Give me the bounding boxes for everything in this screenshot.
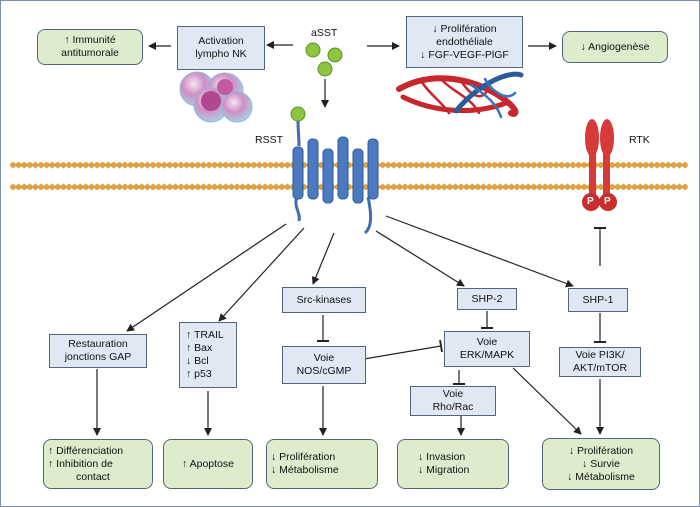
nk-cells: [179, 71, 253, 123]
prolif2-line-3: ↓ Métabolisme: [567, 470, 635, 483]
erk-line-2: ERK/MAPK: [459, 349, 515, 361]
erk-line-1: Voie: [476, 336, 498, 348]
gap-junction-box: Restauration jonctions GAP: [49, 334, 147, 368]
rtk-label: RTK: [629, 134, 650, 146]
inv-line-2: ↓ Migration: [418, 464, 470, 476]
marker-trail: ↑ TRAIL: [186, 329, 224, 341]
marker-bcl: ↓ Bcl: [186, 355, 209, 367]
pi3k-akt-mtor-box: Voie PI3K/ AKT/mTOR: [559, 347, 641, 377]
immunity-box: ↑ Immunité antitumorale: [37, 29, 143, 65]
gap-line-1: Restauration: [68, 338, 128, 350]
immunity-line-1: ↑ Immunité: [64, 34, 116, 46]
differentiation-box: ↑ Différenciation ↑ Inhibition de contac…: [43, 439, 153, 489]
asst-label: aSST: [311, 27, 338, 39]
phospho-label-1: P: [587, 196, 594, 207]
prolif-endo-line-1: ↓ Prolifération: [432, 22, 497, 35]
blood-vessels: [396, 71, 524, 119]
nk-line-2: lympho NK: [195, 48, 247, 60]
inv-line-1: ↓ Invasion: [418, 451, 466, 463]
nk-line-1: Activation: [198, 35, 244, 47]
gap-line-2: jonctions GAP: [64, 351, 132, 363]
prolif-endo-line-3: ↓ FGF-VEGF-PlGF: [420, 48, 509, 61]
prolif-endo-line-2: endothéliale: [436, 35, 493, 48]
immunity-line-2: antitumorale: [61, 47, 119, 59]
diff-line-2: ↑ Inhibition de: [48, 457, 113, 470]
proliferation-metabolism-box: ↓ Prolifération ↓ Métabolisme: [266, 439, 378, 489]
shp1-box: SHP-1: [568, 288, 628, 312]
marker-p53: ↑ p53: [186, 368, 212, 380]
arrows: [93, 41, 606, 436]
proliferation-survival-box: ↓ Prolifération ↓ Survie ↓ Métabolisme: [542, 438, 660, 490]
rho-line-2: Rho/Rac: [432, 401, 474, 413]
nk-activation-box: Activation lympho NK: [177, 26, 265, 70]
phospho-label-2: P: [604, 196, 611, 207]
rsst-helices: [292, 136, 379, 204]
rho-line-1: Voie: [442, 388, 464, 400]
pi3k-line-1: Voie PI3K/: [575, 349, 625, 361]
src-kinases-box: Src-kinases: [282, 287, 366, 313]
rsst-label: RSST: [255, 134, 284, 146]
diff-line-3: contact: [76, 470, 110, 483]
nos-line-1: Voie: [313, 352, 335, 364]
prolif1-line-2: ↓ Métabolisme: [271, 464, 339, 476]
nos-cgmp-box: Voie NOS/cGMP: [282, 346, 366, 384]
prolif1-line-1: ↓ Prolifération: [271, 451, 336, 463]
cell-membrane: [10, 162, 689, 190]
apoptosis-markers-box: ↑ TRAIL ↑ Bax ↓ Bcl ↑ p53: [179, 322, 237, 388]
endothelial-proliferation-box: ↓ Prolifération endothéliale ↓ FGF-VEGF-…: [406, 16, 523, 68]
rtk-receptor: [582, 119, 617, 211]
erk-mapk-box: Voie ERK/MAPK: [444, 331, 530, 367]
marker-bax: ↑ Bax: [186, 342, 213, 354]
prolif2-line-1: ↓ Prolifération: [568, 444, 634, 457]
ligands: [290, 42, 343, 122]
nos-line-2: NOS/cGMP: [296, 365, 352, 377]
prolif2-line-2: ↓ Survie: [582, 457, 620, 470]
apoptosis-box: ↑ Apoptose: [163, 439, 253, 489]
shp2-box: SHP-2: [457, 288, 517, 310]
angiogenesis-box: ↓ Angiogenèse: [562, 31, 668, 63]
diff-line-1: ↑ Différenciation: [48, 444, 124, 457]
invasion-migration-box: ↓ Invasion ↓ Migration: [397, 439, 509, 489]
pi3k-line-2: AKT/mTOR: [572, 362, 628, 374]
rho-rac-box: Voie Rho/Rac: [410, 386, 496, 416]
